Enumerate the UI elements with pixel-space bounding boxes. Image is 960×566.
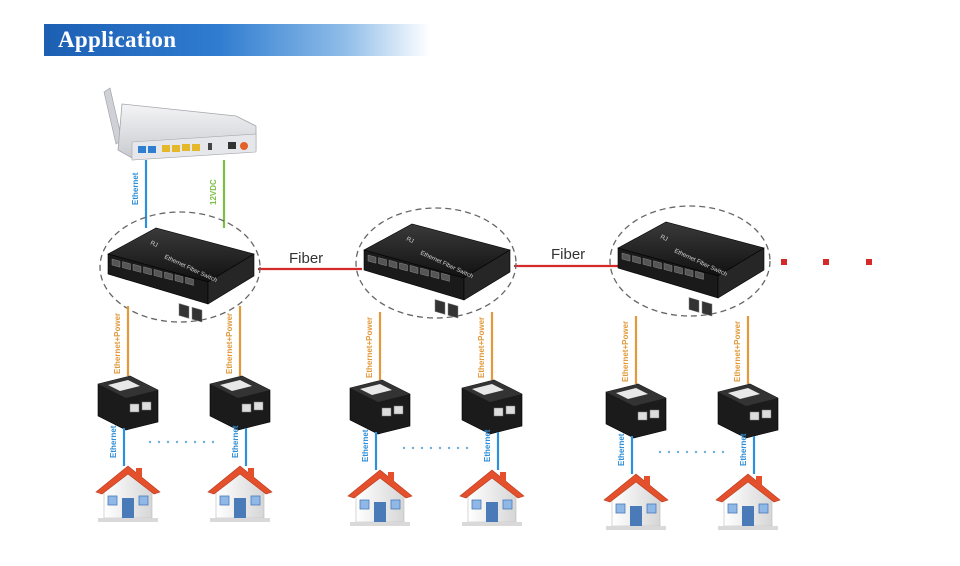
router-power-link: 12VDC — [209, 160, 226, 228]
router-ethernet-label: Ethernet — [131, 172, 140, 205]
switch-highlight-ring — [609, 205, 771, 317]
switch-brand-label: RJ — [149, 240, 158, 249]
switch-brand-label: RJ — [405, 236, 414, 245]
section-banner: Application — [44, 24, 430, 56]
house-icon — [347, 469, 413, 526]
poe-injector-icon — [97, 375, 159, 431]
router-icon — [103, 87, 257, 161]
poe-link-label: Ethernet+Power — [365, 317, 374, 378]
switch-highlight-ring — [355, 207, 517, 319]
home-separator-dots — [148, 440, 215, 444]
poe-link-label: Ethernet+Power — [477, 317, 486, 378]
poe-injector-icon — [605, 383, 667, 439]
poe-link-label: Ethernet+Power — [113, 313, 122, 374]
poe-injector-icon — [209, 375, 271, 431]
fiber-label-2: Fiber — [551, 246, 585, 263]
house-icon — [95, 465, 161, 522]
poe-injector-icon — [461, 379, 523, 435]
section-title: Application — [58, 27, 177, 52]
continuation-dots — [781, 259, 872, 265]
fiber-link-2: Fiber — [514, 246, 618, 268]
home-separator-dots — [658, 450, 725, 454]
home-ethernet-label: Ethernet — [739, 433, 748, 466]
home-separator-dots — [402, 446, 469, 450]
switch-brand-label: RJ — [659, 234, 668, 243]
switch-highlight-ring — [99, 211, 261, 323]
home-ethernet-label: Ethernet — [109, 425, 118, 458]
home-ethernet-label: Ethernet — [361, 429, 370, 462]
poe-link-label: Ethernet+Power — [225, 313, 234, 374]
house-icon — [715, 473, 781, 530]
home-ethernet-label: Ethernet — [231, 425, 240, 458]
fiber-link-1: Fiber — [258, 250, 362, 271]
poe-injector-icon — [717, 383, 779, 439]
poe-link-label: Ethernet+Power — [621, 321, 630, 382]
home-ethernet-label: Ethernet — [483, 429, 492, 462]
house-icon — [207, 465, 273, 522]
home-ethernet-label: Ethernet — [617, 433, 626, 466]
poe-link-label: Ethernet+Power — [733, 321, 742, 382]
poe-injector-icon — [349, 379, 411, 435]
fiber-label-1: Fiber — [289, 250, 323, 267]
house-icon — [459, 469, 525, 526]
house-icon — [603, 473, 669, 530]
router-power-label: 12VDC — [209, 179, 218, 205]
